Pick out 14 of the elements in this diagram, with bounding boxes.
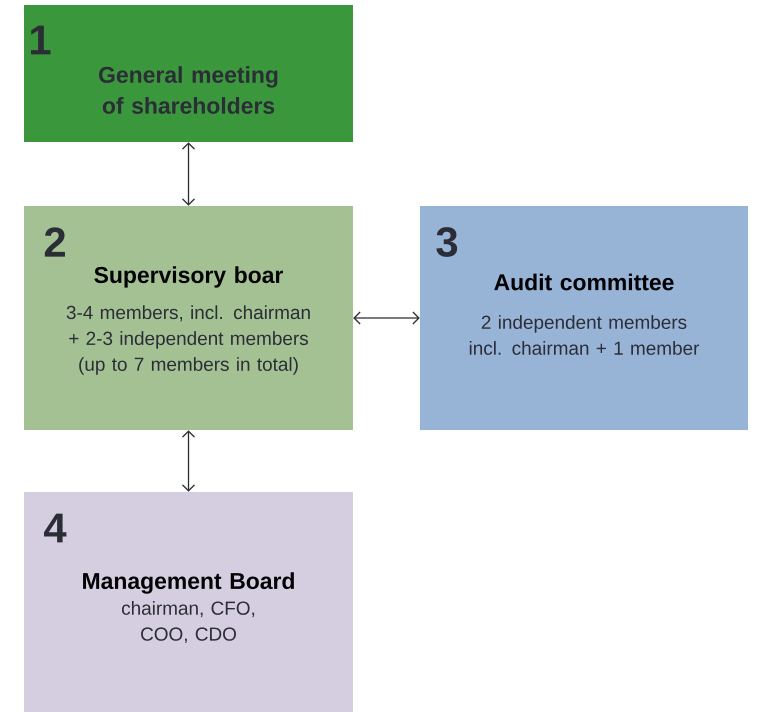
step-number: 4 (44, 514, 66, 542)
box-title: General meeting of shareholders (99, 66, 278, 114)
box-title: Supervisory boar (94, 266, 284, 288)
step-number: 2 (44, 227, 65, 257)
box-description: chairman, CFO, COO, CDO (122, 600, 254, 644)
double-arrow (182, 430, 195, 492)
box-description: 3-4 members, incl. chairman + 2-3 independent members (up to 7 members in total) (66, 305, 310, 375)
double-arrow (182, 142, 195, 206)
box-title: Audit committee (494, 274, 674, 290)
step-number: 3 (436, 227, 458, 257)
double-arrow (353, 312, 420, 324)
box-description: 2 independent members incl. chairman + 1 member (470, 315, 700, 355)
box-title: Management Board (83, 572, 294, 594)
step-number: 1 (31, 26, 50, 54)
